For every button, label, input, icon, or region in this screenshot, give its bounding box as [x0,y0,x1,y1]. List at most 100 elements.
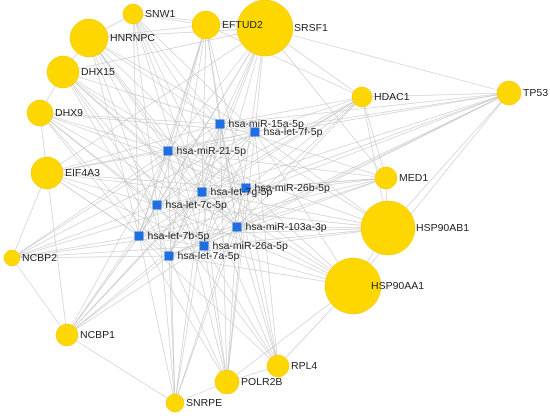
edge-miR-21-HNRNPC [88,37,169,152]
edge-EIF4A3-SRSF1 [46,27,266,174]
gene-node-srsf1[interactable] [236,0,294,57]
edge-miR-15a-EIF4A3 [46,123,221,174]
gene-node-dhx15[interactable] [46,55,80,89]
mirna-label-mir-103a: hsa-miR-103a-3p [246,221,327,233]
gene-node-eftud2[interactable] [191,10,221,40]
edge-NCBP2-NCBP1 [11,257,68,336]
edge-let-7b-NCBP1 [66,235,140,336]
gene-label-ncbp2: NCBP2 [22,252,57,264]
edge-HNRNPC-SRSF1 [88,27,266,39]
edge-let-7b-HSP90AB1 [138,227,389,237]
gene-node-hdac1[interactable] [351,86,373,108]
edge-HDAC1-TP53 [361,92,510,98]
gene-node-dhx9[interactable] [26,99,54,127]
edge-let-7f-RPL4 [254,131,279,367]
edge-let-7f-HSP90AA1 [254,131,354,287]
gene-node-rpl4[interactable] [266,354,290,378]
gene-node-eif4a3[interactable] [30,156,64,190]
gene-label-rpl4: RPL4 [291,360,317,372]
edge-miR-103a-HNRNPC [88,37,238,228]
edge-let-7a-TP53 [168,92,510,257]
gene-label-hnrnpc: HNRNPC [110,32,155,44]
edge-let-7f-EIF4A3 [46,131,256,174]
edge-miR-21-miR-26b [167,150,247,189]
edge-miR-15a-POLR2B [219,123,228,383]
gene-label-hsp90aa1: HSP90AA1 [371,280,424,292]
edge-miR-26a-HNRNPC [88,37,205,247]
mirna-node-mir-103a[interactable] [232,222,242,232]
edge-miR-26a-SRSF1 [203,27,266,247]
edge-miR-26b-NCBP1 [66,187,247,336]
edge-let-7c-NCBP1 [66,204,158,336]
mirna-node-let-7b[interactable] [134,231,144,241]
node-layer [3,0,522,413]
edge-let-7g-RPL4 [201,191,279,367]
gene-node-snrpe[interactable] [165,393,185,413]
edge-miR-103a-RPL4 [236,226,279,367]
mirna-node-let-7c[interactable] [152,200,162,210]
mirna-node-mir-21[interactable] [163,146,173,156]
edge-miR-26a-HSP90AB1 [203,227,389,247]
edge-let-7b-POLR2B [138,235,228,383]
gene-label-dhx9: DHX9 [55,107,83,119]
edge-miR-26a-NCBP1 [66,245,205,336]
mirna-label-mir-21: hsa-miR-21-5p [177,145,247,157]
mirna-node-mir-15a[interactable] [215,119,225,129]
edge-miR-26b-EIF4A3 [46,172,247,189]
edge-let-7c-HDAC1 [156,96,363,206]
mirna-node-let-7f[interactable] [250,127,260,137]
edge-miR-15a-RPL4 [219,123,279,367]
gene-label-eif4a3: EIF4A3 [65,167,100,179]
edge-miR-21-DHX9 [39,112,169,152]
gene-label-dhx15: DHX15 [81,66,115,78]
gene-label-hdac1: HDAC1 [374,91,410,103]
edge-let-7f-HSP90AB1 [254,131,389,229]
edge-let-7a-DHX15 [62,71,170,257]
edge-let-7g-let-7a [168,191,203,257]
edge-let-7g-HSP90AB1 [201,191,389,229]
edge-let-7a-NCBP1 [66,255,170,336]
edge-miR-21-NCBP2 [11,150,169,259]
edge-let-7c-DHX15 [62,71,158,206]
mirna-label-let-7f: hsa-let-7f-5p [264,126,323,138]
mirna-node-let-7a[interactable] [164,251,174,261]
edge-miR-26b-NCBP2 [11,187,247,259]
gene-node-polr2b[interactable] [214,369,240,395]
edge-miR-26b-miR-26a [203,187,247,247]
gene-node-ncbp1[interactable] [55,323,79,347]
edge-TP53-HSP90AA1 [352,92,510,287]
mirna-node-let-7g[interactable] [197,187,207,197]
gene-node-hsp90aa1[interactable] [324,257,382,315]
gene-node-hnrnpc[interactable] [69,18,109,58]
gene-node-tp53[interactable] [496,80,522,106]
edge-let-7b-NCBP2 [11,235,140,259]
edge-let-7c-HSP90AA1 [156,204,354,287]
edge-miR-15a-DHX9 [39,112,221,125]
gene-label-ncbp1: NCBP1 [80,329,115,341]
edge-let-7a-SRSF1 [168,27,266,257]
edge-miR-26b-SNW1 [132,13,247,189]
gene-node-med1[interactable] [374,166,398,190]
edge-miR-103a-POLR2B [226,226,238,383]
edge-miR-15a-NCBP2 [11,123,221,259]
edge-let-7g-SRSF1 [201,27,266,193]
edge-let-7f-miR-21 [167,131,256,152]
gene-node-hsp90ab1[interactable] [360,200,416,256]
edge-let-7b-EFTUD2 [138,24,207,237]
edge-let-7c-let-7b [138,204,158,237]
edge-let-7a-EFTUD2 [168,24,207,257]
edge-miR-103a-SNW1 [132,13,238,228]
gene-label-med1: MED1 [399,172,428,184]
edge-let-7a-HNRNPC [88,37,170,257]
edge-miR-21-DHX15 [62,71,169,152]
edge-let-7f-NCBP2 [11,131,256,259]
edge-let-7c-EIF4A3 [46,172,158,206]
edge-miR-26a-DHX9 [39,112,205,247]
mirna-node-mir-26b[interactable] [241,183,251,193]
gene-node-ncbp2[interactable] [3,249,21,267]
edge-let-7g-SNW1 [132,13,203,193]
gene-label-hsp90ab1: HSP90AB1 [416,222,469,234]
mirna-node-mir-26a[interactable] [199,241,209,251]
gene-node-snw1[interactable] [122,3,144,25]
